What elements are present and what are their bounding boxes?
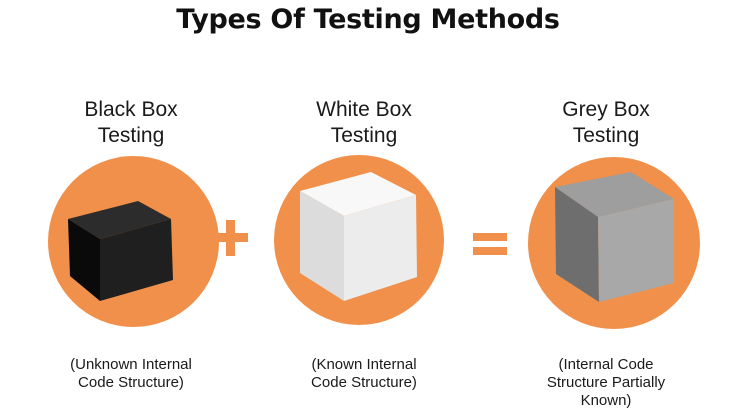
white-box-heading-line-2: Testing	[330, 124, 398, 147]
white-cube-icon	[300, 172, 417, 301]
black-box-description-line-1: (Unknown Internal	[70, 356, 192, 373]
plus-icon	[214, 220, 248, 256]
white-box-description-line-1: (Known Internal	[311, 356, 417, 373]
grey-box-heading-line-2: Testing	[572, 124, 640, 147]
grey-box-column: Grey Box Testing (Internal Code Structur…	[491, 0, 721, 417]
grey-box-description: (Internal Code Structure Partially Known…	[491, 356, 721, 410]
diagram-title: Types Of Testing Methods	[176, 4, 560, 35]
black-box-description: (Unknown Internal Code Structure)	[16, 356, 246, 392]
black-box-heading: Black Box Testing	[16, 97, 246, 149]
black-box-heading-line-2: Testing	[97, 124, 165, 147]
white-box-column: White Box Testing (Known Internal Code S…	[249, 0, 479, 417]
grey-box-heading-line-1: Grey Box	[562, 98, 650, 121]
black-box-column: Black Box Testing (Unknown Internal Code…	[16, 0, 246, 417]
black-cube-icon	[68, 201, 173, 301]
black-box-circle	[48, 156, 219, 327]
equals-icon	[473, 233, 507, 255]
grey-box-heading: Grey Box Testing	[491, 97, 721, 149]
black-box-description-line-2: Code Structure)	[78, 374, 184, 391]
white-box-description-line-2: Code Structure)	[311, 374, 417, 391]
white-box-heading: White Box Testing	[249, 97, 479, 149]
grey-box-description-line-1: (Internal Code	[558, 356, 654, 373]
grey-cube-icon	[555, 172, 674, 302]
grey-box-description-line-3: Known)	[580, 392, 632, 409]
white-box-description: (Known Internal Code Structure)	[249, 356, 479, 392]
white-box-heading-line-1: White Box	[316, 98, 412, 121]
grey-box-circle	[528, 157, 700, 329]
black-box-heading-line-1: Black Box	[84, 98, 178, 121]
grey-box-description-line-2: Structure Partially	[546, 374, 666, 391]
white-box-circle	[274, 155, 444, 325]
